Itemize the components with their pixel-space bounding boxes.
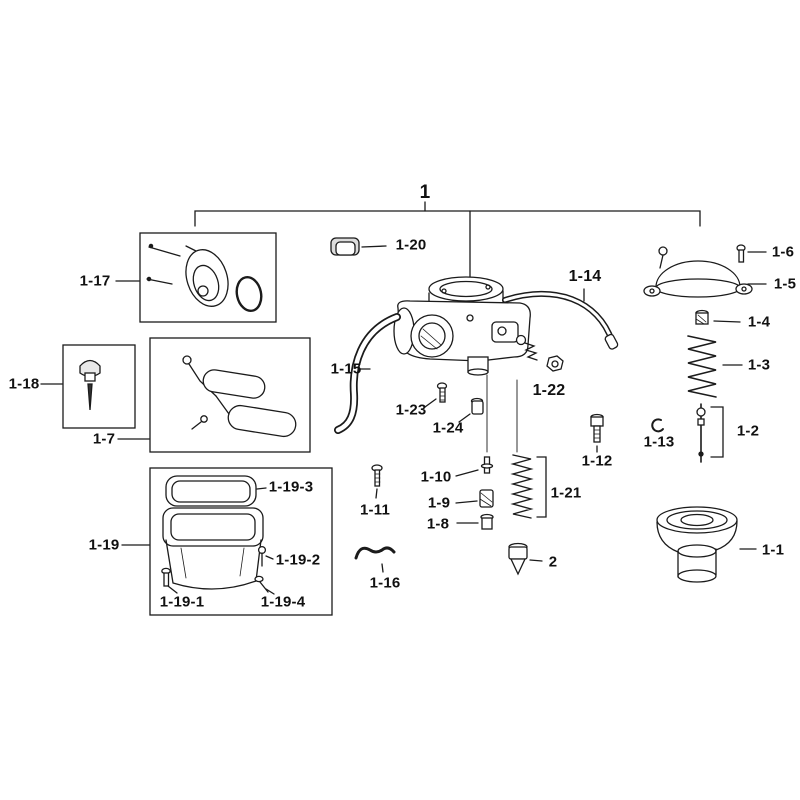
part-cable-clip — [330, 237, 387, 256]
label-1-24: 1-24 — [432, 419, 464, 437]
label-1-13: 1-13 — [643, 433, 675, 451]
label-1-16: 1-16 — [369, 574, 401, 592]
label-1-22: 1-22 — [532, 382, 566, 399]
part-vacuum-slide-1-1 — [656, 506, 757, 583]
label-1-19-1: 1-19-1 — [159, 593, 205, 611]
label-1-18: 1-18 — [8, 375, 40, 393]
assembly-bracket — [194, 201, 701, 284]
label-1-8: 1-8 — [426, 515, 450, 533]
label-1-17: 1-17 — [79, 272, 111, 290]
part-carburetor-body — [393, 276, 531, 453]
label-assembly-1: 1 — [419, 182, 431, 203]
part-screw-1-23 — [424, 382, 448, 408]
part-idle-screw-spring — [515, 334, 564, 372]
label-1-6: 1-6 — [771, 243, 795, 261]
part-clip-1-13 — [651, 418, 664, 433]
label-1-12: 1-12 — [581, 452, 613, 470]
part-cover-screws-1-6 — [658, 244, 767, 269]
part-throttle-cable — [502, 288, 619, 350]
label-1-19-3: 1-19-3 — [268, 478, 314, 496]
part-float-bowl-box — [121, 467, 333, 616]
part-spring-1-21 — [510, 454, 547, 519]
label-1-19: 1-19 — [88, 536, 120, 554]
part-jet-holder-1-9 — [455, 489, 494, 508]
label-1-19-4: 1-19-4 — [260, 593, 306, 611]
label-1-5: 1-5 — [773, 275, 797, 293]
part-jet-needle-1-2 — [696, 403, 724, 463]
label-1-7: 1-7 — [92, 430, 116, 448]
label-1-11: 1-11 — [360, 501, 390, 519]
part-screw-1-11 — [371, 464, 383, 499]
label-1-10: 1-10 — [420, 468, 452, 486]
label-1-2: 1-2 — [736, 422, 760, 440]
part-spring-seat-1-4 — [695, 309, 741, 325]
part-float-box — [117, 337, 311, 453]
part-jet-1-12 — [590, 413, 604, 453]
label-1-21: 1-21 — [550, 484, 582, 502]
label-1-19-2: 1-19-2 — [275, 551, 321, 569]
label-1-20: 1-20 — [395, 236, 427, 254]
label-1-15: 1-15 — [330, 360, 362, 378]
part-main-jet-1-8 — [456, 513, 494, 530]
label-1-1: 1-1 — [761, 541, 785, 559]
label-1-3: 1-3 — [747, 356, 771, 374]
part-fitting-1-24 — [458, 397, 484, 423]
part-valve-2 — [508, 542, 543, 576]
part-bracket-1-16 — [354, 546, 396, 573]
part-diaphragm-cover-1-5 — [643, 260, 767, 298]
part-drain-hose — [334, 313, 401, 434]
label-1-14: 1-14 — [568, 268, 602, 285]
part-slide-spring-1-3 — [687, 335, 743, 398]
label-1-4: 1-4 — [747, 313, 771, 331]
part-needle-valve-box — [40, 344, 136, 429]
label-2: 2 — [548, 553, 558, 571]
label-1-23: 1-23 — [395, 401, 427, 419]
label-1-9: 1-9 — [427, 494, 451, 512]
part-choke-plunger-box — [115, 232, 277, 323]
part-needle-jet-1-10 — [455, 456, 494, 477]
